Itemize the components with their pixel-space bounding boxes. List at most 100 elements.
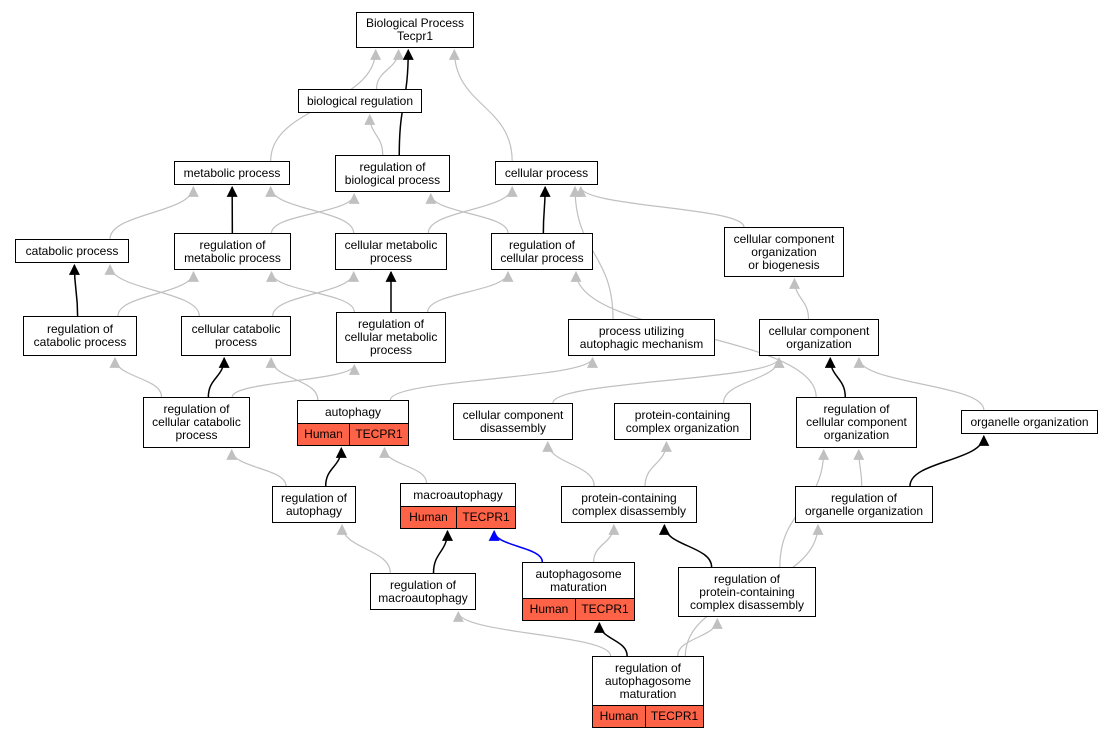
annotation-gene: TECPR1 xyxy=(462,510,510,524)
edge-aumat-to-pcdis xyxy=(593,523,620,563)
edge-regorg-to-regcco xyxy=(853,448,865,487)
annotation-species: Human xyxy=(298,424,350,445)
edge-regpcd-to-pcdis xyxy=(658,523,713,568)
node-label: cellular component organization xyxy=(768,323,870,351)
node-regulation-of-metabolic-process[interactable]: regulation of metabolic process xyxy=(174,233,291,270)
node-regulation-of-autophagosome-maturation[interactable]: regulation of autophagosome maturation xyxy=(592,656,704,706)
edge-regaum-to-regpcd xyxy=(677,617,723,657)
node-autophagosome-maturation[interactable]: autophagosome maturation xyxy=(522,562,635,599)
node-regulation-of-protein-containing-complex-disassembly[interactable]: regulation of protein-containing complex… xyxy=(678,567,816,617)
edge-regcell-to-regbio xyxy=(425,192,509,234)
node-label: metabolic process xyxy=(183,165,281,180)
annotation-species: Human xyxy=(401,507,457,528)
node-biological-process-root[interactable]: Biological Process Tecpr1 xyxy=(356,12,474,48)
edge-regccp-to-regcmp xyxy=(231,363,360,398)
annotation-gene: TECPR1 xyxy=(581,602,629,616)
node-regulation-of-biological-process[interactable]: regulation of biological process xyxy=(335,155,450,192)
node-label: autophagy xyxy=(324,404,382,419)
annotation-species: Human xyxy=(593,706,646,727)
node-label: cellular component disassembly xyxy=(462,407,564,435)
edge-cellmet-to-metab xyxy=(265,185,355,234)
node-cellular-component-organization-or-biogenesis[interactable]: cellular component organization or bioge… xyxy=(724,227,844,277)
edge-regaum-to-regmac xyxy=(452,610,612,657)
edge-regcat-to-regmet xyxy=(117,270,199,317)
node-regulation-of-cellular-metabolic-process[interactable]: regulation of cellular metabolic process xyxy=(336,312,446,363)
edge-layer xyxy=(68,48,990,657)
node-biological-regulation[interactable]: biological regulation xyxy=(298,89,422,113)
edge-cellcat-to-cellmet xyxy=(272,270,360,317)
edge-regccp-to-regcat xyxy=(109,356,163,398)
node-regulation-of-catabolic-process[interactable]: regulation of catabolic process xyxy=(23,316,137,356)
node-label: regulation of autophagosome maturation xyxy=(604,660,692,701)
node-macroautophagy[interactable]: macroautophagy xyxy=(400,483,516,507)
node-label: cellular catabolic process xyxy=(191,322,281,349)
node-cellular-process[interactable]: cellular process xyxy=(495,161,598,185)
node-label: regulation of organelle organization xyxy=(804,490,924,518)
node-cellular-component-organization[interactable]: cellular component organization xyxy=(759,319,879,356)
edge-regaum-to-aumat xyxy=(593,621,628,657)
edge-regmac-to-regaut xyxy=(336,523,391,574)
edge-regcco-to-cco xyxy=(824,356,846,398)
node-label: catabolic process xyxy=(25,243,119,258)
node-label: protein-containing complex organization xyxy=(625,407,740,435)
edge-pcdis-to-ccdis xyxy=(542,440,595,487)
node-label: regulation of biological process xyxy=(344,159,441,187)
node-cellular-component-disassembly[interactable]: cellular component disassembly xyxy=(453,403,573,440)
edge-regmet-to-regbio xyxy=(270,192,360,234)
annotation-row-regulation-of-autophagosome-maturation: Human TECPR1 xyxy=(592,705,704,728)
edge-catab-to-metab xyxy=(109,185,199,240)
edge-ccob-to-cellp xyxy=(575,185,745,228)
edge-regorg-to-orgorg xyxy=(909,434,990,487)
node-label: cellular metabolic process xyxy=(344,237,438,265)
node-protein-containing-complex-organization[interactable]: protein-containing complex organization xyxy=(614,403,751,440)
node-regulation-of-cellular-catabolic-process[interactable]: regulation of cellular catabolic process xyxy=(143,397,250,448)
annotation-gene: TECPR1 xyxy=(355,427,403,441)
edge-regaut-to-regccp xyxy=(226,448,287,487)
annotation-row-autophagosome-maturation: Human TECPR1 xyxy=(522,598,635,621)
edge-regcell-to-cellp xyxy=(539,185,551,234)
annotation-row-macroautophagy: Human TECPR1 xyxy=(400,506,516,529)
node-label: Biological Process Tecpr1 xyxy=(365,16,465,43)
node-protein-containing-complex-disassembly[interactable]: protein-containing complex disassembly xyxy=(561,486,697,523)
node-label: macroautophagy xyxy=(413,487,503,502)
node-label: organelle organization xyxy=(970,414,1089,429)
node-metabolic-process[interactable]: metabolic process xyxy=(174,161,290,185)
node-label: process utilizing autophagic mechanism xyxy=(579,323,704,351)
node-label: regulation of cellular metabolic process xyxy=(344,317,438,357)
node-regulation-of-cellular-component-organization[interactable]: regulation of cellular component organiz… xyxy=(796,397,917,448)
edge-regccp-to-cellcat xyxy=(207,356,230,398)
edge-orgorg-to-cco xyxy=(853,356,985,411)
node-process-utilizing-autophagic-mechanism[interactable]: process utilizing autophagic mechanism xyxy=(568,319,715,356)
annotation-gene: TECPR1 xyxy=(650,709,699,723)
node-label: protein-containing complex disassembly xyxy=(571,490,687,518)
node-cellular-metabolic-process[interactable]: cellular metabolic process xyxy=(335,233,447,270)
edge-regmac-to-macro xyxy=(432,529,453,574)
node-label: biological regulation xyxy=(306,93,414,108)
node-regulation-of-organelle-organization[interactable]: regulation of organelle organization xyxy=(795,486,933,523)
edge-regbio-to-bioreg xyxy=(364,113,384,156)
node-label: regulation of catabolic process xyxy=(33,322,127,349)
edge-cco-to-ccob xyxy=(789,277,810,320)
edge-macro-to-autoph xyxy=(379,446,428,484)
node-label: regulation of macroautophagy xyxy=(378,577,468,605)
node-label: autophagosome maturation xyxy=(535,566,622,594)
node-regulation-of-cellular-process[interactable]: regulation of cellular process xyxy=(491,233,593,270)
edge-regcmp-to-regmet xyxy=(266,270,355,313)
edge-regcat-to-catab xyxy=(68,263,80,317)
node-autophagy[interactable]: autophagy xyxy=(297,400,409,424)
node-regulation-of-autophagy[interactable]: regulation of autophagy xyxy=(272,486,356,523)
node-catabolic-process[interactable]: catabolic process xyxy=(15,239,129,263)
node-label: cellular process xyxy=(504,165,589,180)
annotation-species: Human xyxy=(523,599,576,620)
node-label: regulation of cellular catabolic process xyxy=(152,402,241,442)
node-cellular-catabolic-process[interactable]: cellular catabolic process xyxy=(181,316,291,356)
edge-procaut-to-cellp xyxy=(569,185,614,320)
edge-aumat-to-macro xyxy=(488,529,544,563)
node-label: regulation of protein-containing complex… xyxy=(689,571,805,612)
node-label: regulation of autophagy xyxy=(280,490,348,518)
node-regulation-of-macroautophagy[interactable]: regulation of macroautophagy xyxy=(370,573,476,610)
node-organelle-organization[interactable]: organelle organization xyxy=(961,410,1098,434)
node-label: cellular component organization or bioge… xyxy=(733,231,835,272)
annotation-row-autophagy: Human TECPR1 xyxy=(297,423,409,446)
